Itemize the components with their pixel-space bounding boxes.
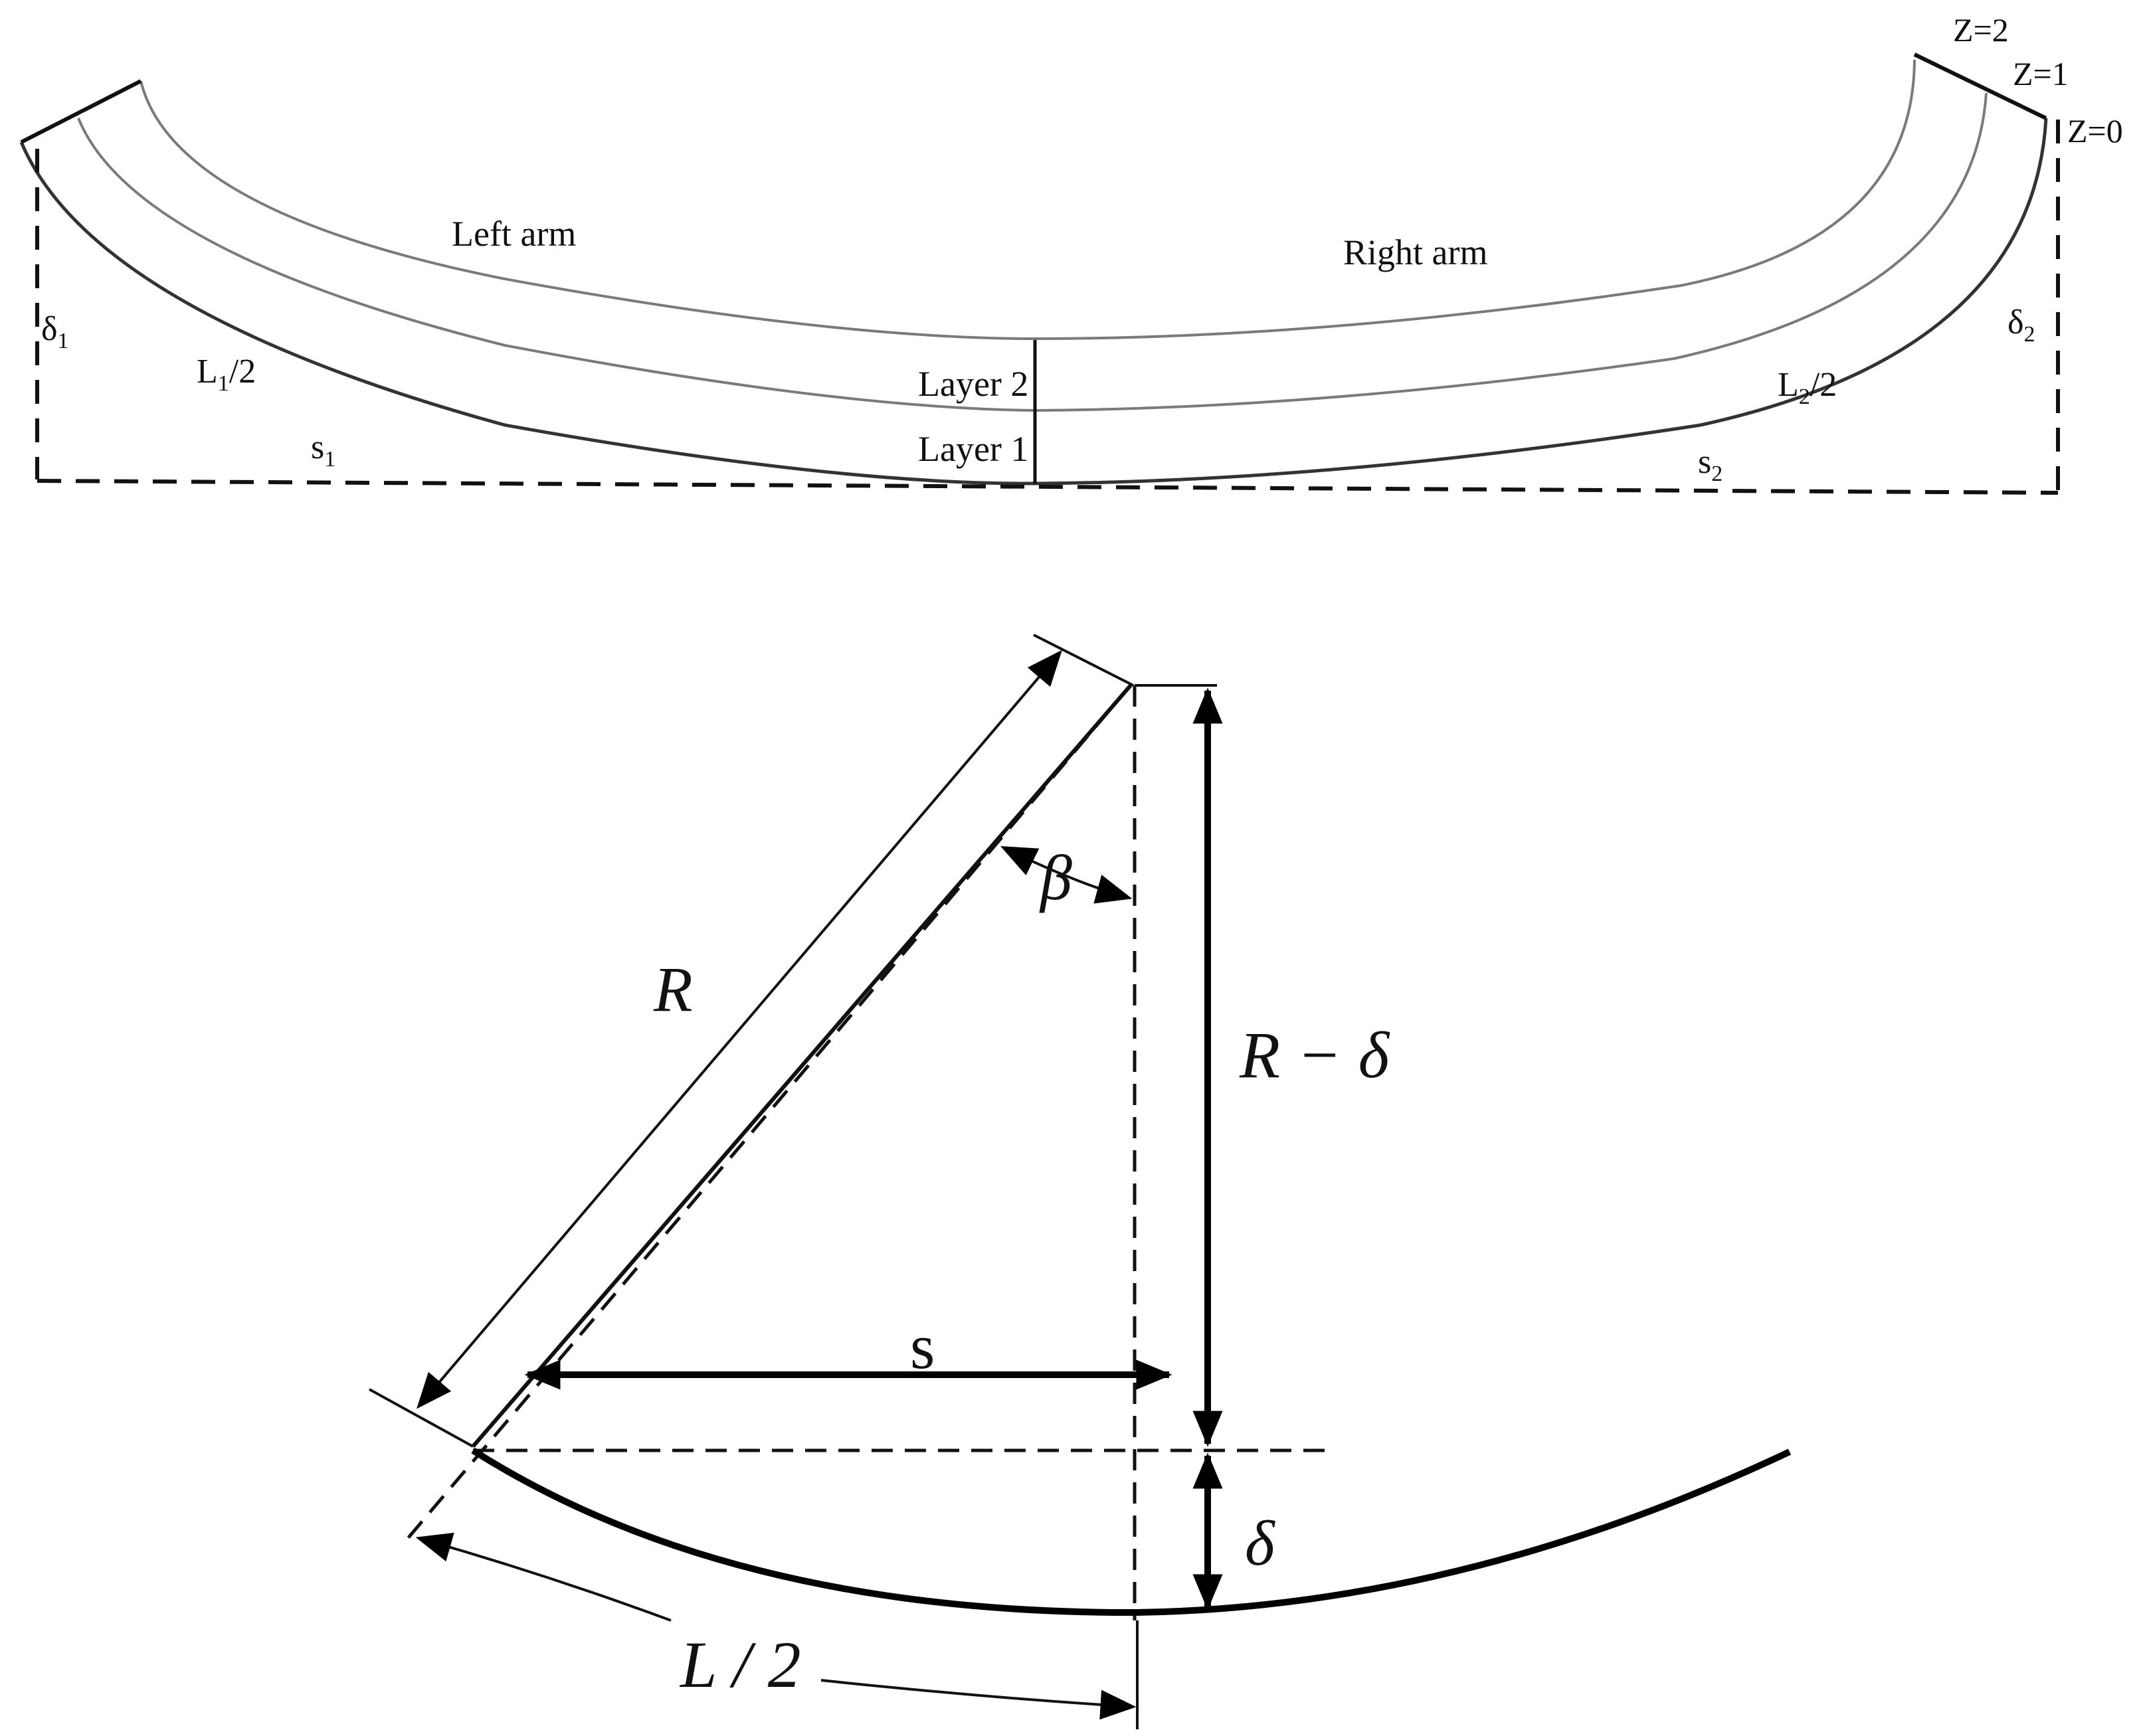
- delta2-label: δ2: [2007, 304, 2035, 347]
- left-end-cap: [20, 79, 142, 144]
- r-extension-top: [1033, 634, 1134, 687]
- l1-half-label: L1/2: [197, 353, 256, 396]
- layer-boundary-z0: [19, 118, 2048, 485]
- layer2-label: Layer 2: [918, 364, 1028, 404]
- l-half-arc-right: [820, 1679, 1137, 1720]
- r-extension-bottom: [369, 1388, 474, 1448]
- s1-label: s1: [311, 428, 335, 472]
- delta1-label: δ1: [41, 310, 69, 353]
- dashed-radius-line: [400, 684, 1132, 1547]
- beta-label: β: [1039, 842, 1072, 913]
- l-half-label: L / 2: [679, 1628, 801, 1701]
- s2-label: s2: [1698, 443, 1723, 486]
- top-figure: Left arm Right arm Layer 2 Layer 1 δ1 δ2…: [19, 11, 2123, 495]
- z1-label: Z=1: [2013, 55, 2069, 92]
- r-label: R: [653, 954, 693, 1025]
- bottom-figure: R β R − δ s δ L / 2: [369, 634, 1792, 1729]
- s-label: s: [910, 1311, 935, 1382]
- right-arm-label: Right arm: [1343, 232, 1487, 272]
- layer-boundary-z2: [140, 59, 1916, 341]
- left-arm-label: Left arm: [452, 214, 576, 254]
- radius-dimension: [417, 650, 1062, 1409]
- right-end-cap: [1913, 52, 2047, 120]
- layer-boundary-z1: [77, 92, 1988, 412]
- z0-label: Z=0: [2067, 112, 2123, 149]
- layer1-label: Layer 1: [918, 429, 1028, 469]
- baseline-dashed: [37, 479, 2059, 495]
- z2-label: Z=2: [1953, 11, 2009, 48]
- bent-beam-arc: [471, 1447, 1792, 1616]
- r-minus-delta-label: R − δ: [1239, 1018, 1390, 1092]
- beta-arc: [1000, 846, 1133, 904]
- l2-half-label: L2/2: [1778, 366, 1837, 409]
- l-half-arc-left: [415, 1532, 672, 1622]
- delta-label: δ: [1245, 1508, 1275, 1579]
